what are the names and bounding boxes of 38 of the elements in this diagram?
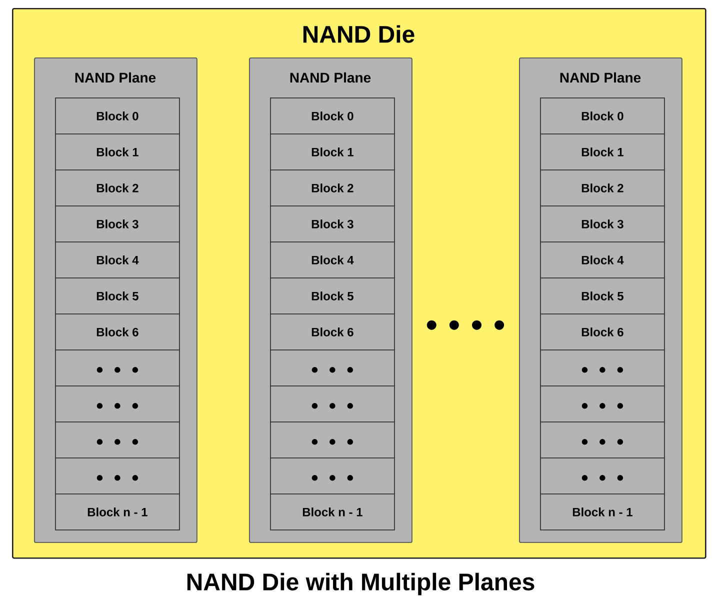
block-box: Block 2 [540, 170, 665, 206]
block-box: Block 0 [540, 98, 665, 134]
block-box: • • • [55, 422, 180, 458]
block-box: • • • [270, 422, 395, 458]
block-box: Block 4 [540, 242, 665, 278]
block-box: Block 1 [540, 134, 665, 170]
block-box: Block 1 [55, 134, 180, 170]
block-box: Block 5 [540, 278, 665, 314]
block-box: Block 5 [270, 278, 395, 314]
block-box: Block 5 [55, 278, 180, 314]
block-box: Block 3 [540, 206, 665, 242]
block-box: • • • [270, 386, 395, 422]
block-box: Block 2 [270, 170, 395, 206]
block-box: • • • [55, 458, 180, 494]
block-box: Block 4 [270, 242, 395, 278]
block-box: Block 3 [55, 206, 180, 242]
ellipsis: • • • • [426, 320, 504, 330]
block-box: • • • [540, 386, 665, 422]
block-box: Block n - 1 [270, 494, 395, 530]
block-box: Block 1 [270, 134, 395, 170]
block-box: • • • [540, 350, 665, 386]
block-box: Block 6 [540, 314, 665, 350]
block-box: • • • [540, 422, 665, 458]
block-box: • • • [55, 386, 180, 422]
block-box: Block 2 [55, 170, 180, 206]
block-box: • • • [55, 350, 180, 386]
block-box: Block 3 [270, 206, 395, 242]
block-box: Block 6 [270, 314, 395, 350]
block-box: Block n - 1 [540, 494, 665, 530]
block-box: Block 0 [270, 98, 395, 134]
block-box: • • • [270, 458, 395, 494]
block-box: Block 4 [55, 242, 180, 278]
block-box: • • • [270, 350, 395, 386]
block-box: Block 6 [55, 314, 180, 350]
block-box: • • • [540, 458, 665, 494]
block-box: Block n - 1 [55, 494, 180, 530]
caption: NAND Die with Multiple Planes [187, 572, 534, 596]
block-box: Block 0 [55, 98, 180, 134]
